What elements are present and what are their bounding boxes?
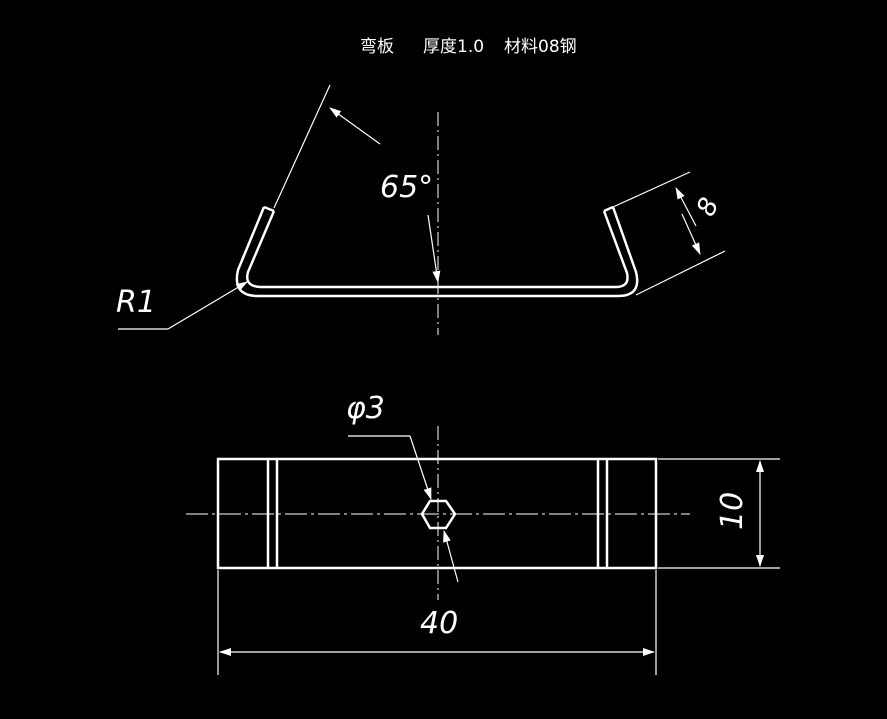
angle-dimension	[273, 84, 441, 283]
radius-label: R1	[116, 285, 156, 320]
flange-arrow-top	[675, 187, 697, 227]
angle-extension-line	[273, 84, 331, 209]
flange-arrow-bottom	[681, 213, 701, 255]
bent-plate-outer	[235, 206, 639, 298]
left-flange-end	[263, 205, 275, 213]
right-flange-end	[603, 205, 614, 213]
angle-arrow-upper	[329, 107, 381, 145]
top-view-centerlines	[186, 426, 690, 600]
angle-arrow-lower	[427, 214, 441, 283]
front-view	[235, 112, 639, 335]
length-label: 40	[420, 606, 458, 641]
length-dimension	[217, 570, 657, 675]
width-label: 10	[715, 492, 750, 530]
title-block: 弯板 厚度1.0 材料08钢	[360, 37, 577, 57]
hole-leader-arrow-top	[409, 435, 432, 500]
flange-length-label: 8	[691, 193, 725, 221]
thickness-label: 厚度1.0	[423, 37, 484, 57]
flange-ext-line-bottom	[635, 250, 726, 296]
hole-leader-arrow-bottom	[443, 530, 459, 583]
radius-leader	[118, 281, 248, 330]
part-name-label: 弯板	[360, 37, 394, 57]
bent-plate-inner	[246, 210, 629, 289]
hole-diameter-label: φ3	[346, 391, 385, 426]
radius-leader-arrow	[167, 281, 248, 330]
material-label: 材料08钢	[504, 37, 577, 57]
flange-dimension	[612, 171, 726, 296]
flange-ext-line-top	[612, 171, 691, 208]
hole-dimension	[348, 435, 459, 583]
angle-label: 65°	[380, 170, 433, 205]
width-dimension	[658, 458, 780, 569]
